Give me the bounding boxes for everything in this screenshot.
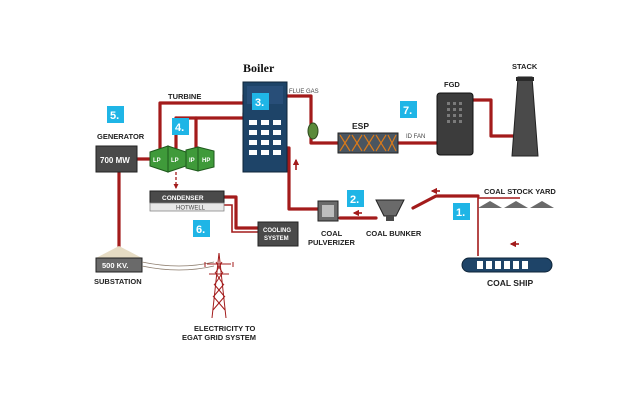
step-badge-2: 2.	[350, 194, 359, 206]
step-badge-7: 7.	[403, 105, 412, 117]
coal-piles	[478, 201, 554, 208]
turbine-lp1-label: LP	[153, 158, 161, 164]
transmission-lines	[141, 261, 215, 271]
turbine-lp2-label: LP	[171, 158, 179, 164]
condenser-label: CONDENSER	[162, 195, 204, 202]
coal-ship	[461, 257, 553, 273]
generator-box	[95, 145, 138, 173]
hotwell-label: HOTWELL	[176, 206, 206, 212]
substation	[95, 246, 143, 273]
stack	[511, 76, 539, 157]
step-badge-5: 5.	[110, 110, 119, 122]
coal-pulverizer	[317, 200, 339, 222]
substation-voltage: 500 KV.	[102, 261, 128, 270]
step-badges: 1. 2. 3. 4. 5. 6. 7.	[107, 93, 470, 237]
grid-line1: ELECTRICITY TO	[194, 324, 256, 333]
cooling-line1: COOLING	[263, 228, 291, 234]
transmission-tower-icon	[204, 252, 234, 319]
coal-bunker	[375, 199, 405, 221]
coal-pulverizer-line2: PULVERIZER	[308, 238, 356, 247]
fgd-label: FGD	[444, 80, 460, 89]
step-badge-3: 3.	[255, 97, 264, 109]
cooling-system-box	[257, 221, 299, 247]
id-fan-label: ID FAN	[406, 134, 425, 140]
coal-bunker-label: COAL BUNKER	[366, 229, 422, 238]
hotwell-box	[149, 202, 225, 212]
coal-stock-yard-label: COAL STOCK YARD	[484, 187, 556, 196]
step-badge-1: 1.	[456, 207, 465, 219]
step-badge-4: 4.	[175, 122, 184, 134]
esp-unit	[307, 122, 399, 154]
turbine-label: TURBINE	[168, 92, 201, 101]
generator-output: 700 MW	[100, 156, 130, 165]
grid-line2: EGAT GRID SYSTEM	[182, 333, 256, 342]
coal-ship-label: COAL SHIP	[487, 278, 533, 288]
boiler	[242, 81, 288, 173]
cooling-line2: SYSTEM	[264, 236, 289, 242]
generator-label: GENERATOR	[97, 132, 145, 141]
esp-label: ESP	[352, 121, 369, 131]
step-badge-6: 6.	[196, 224, 205, 236]
flue-gas-label: FLUE GAS	[289, 89, 319, 95]
turbine-ip-label: IP	[189, 158, 195, 164]
fgd-unit	[436, 92, 474, 156]
substation-label: SUBSTATION	[94, 277, 142, 286]
stack-label: STACK	[512, 62, 538, 71]
diagram-title: Boiler	[243, 61, 275, 75]
turbine-set	[149, 145, 215, 173]
coal-pulverizer-line1: COAL	[321, 229, 343, 238]
turbine-hp-label: HP	[202, 158, 210, 164]
